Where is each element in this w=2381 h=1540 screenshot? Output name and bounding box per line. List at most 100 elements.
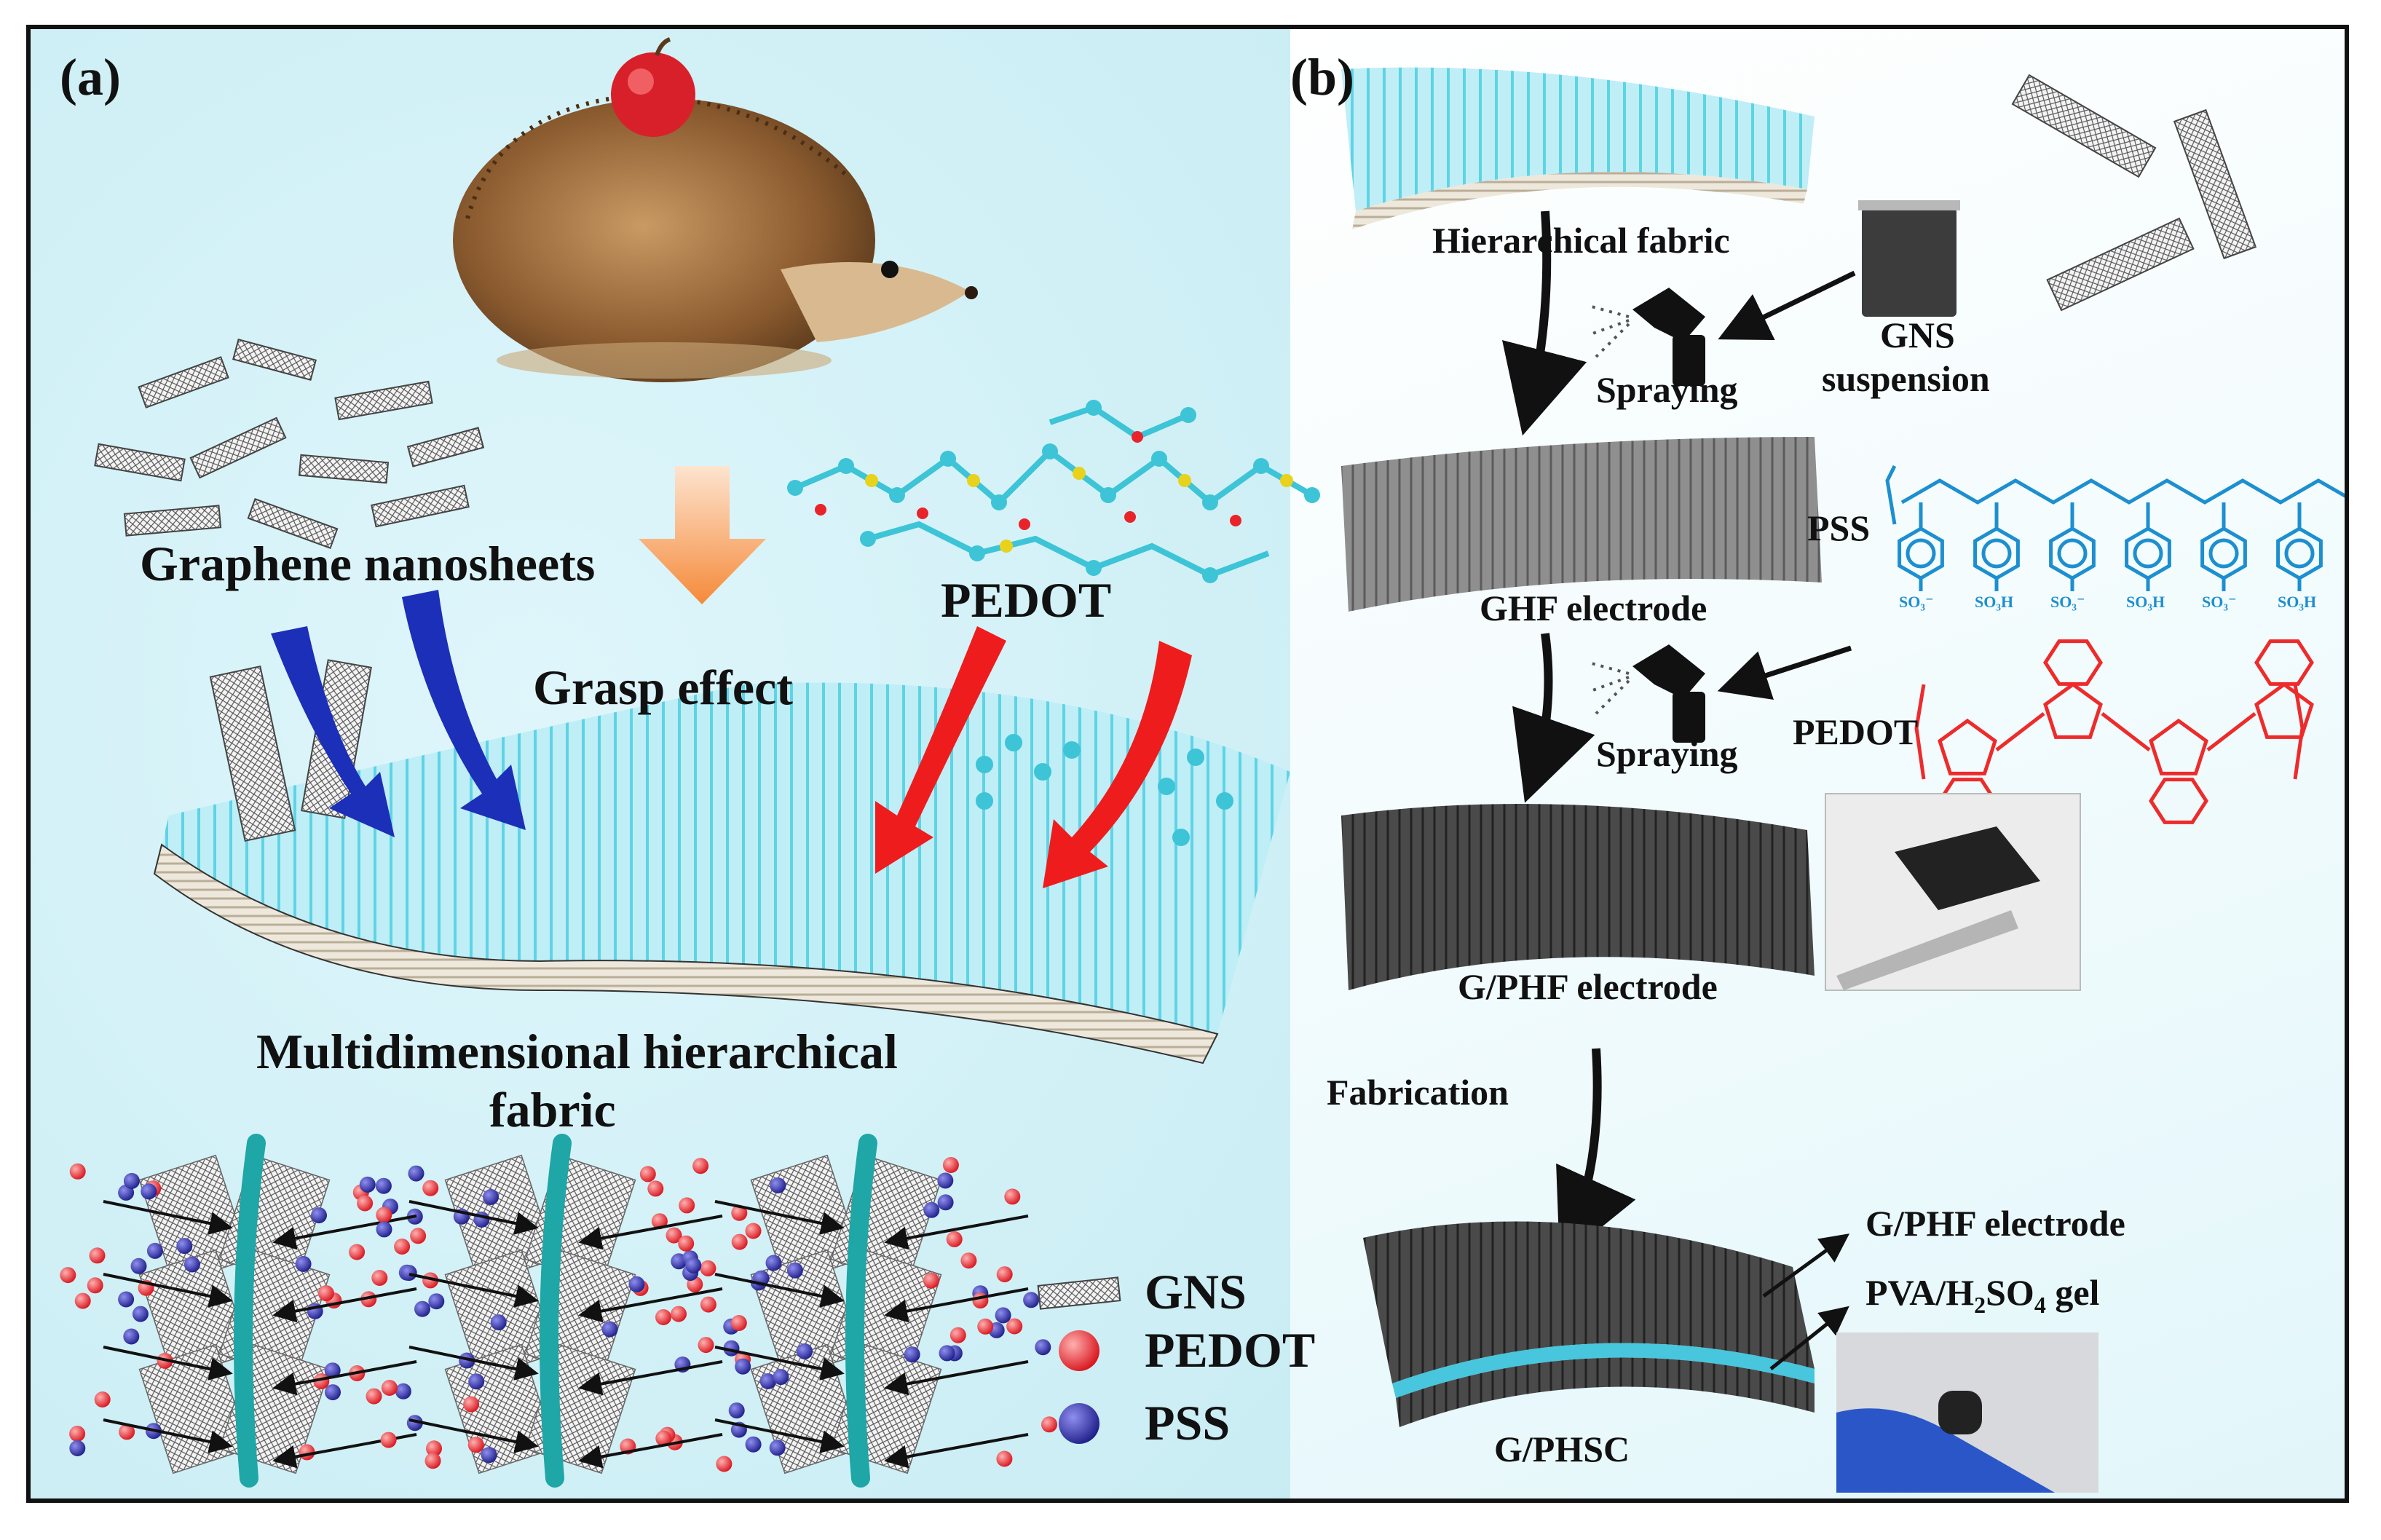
- pss-benzene-ring: [2200, 526, 2247, 580]
- pedot-particle: [666, 1227, 682, 1244]
- pedot-label-b: PEDOT: [1793, 711, 1919, 752]
- hierarchical-fabric-b: [1341, 67, 1815, 229]
- pedot-thiophene-ring: [1938, 718, 1997, 775]
- pss-particle: [130, 1257, 147, 1274]
- pss-particle: [69, 1440, 86, 1456]
- pss-particle: [324, 1362, 341, 1379]
- pss-particle: [395, 1383, 411, 1399]
- attraction-arrow: [578, 1360, 723, 1396]
- pedot-link: [1995, 712, 2045, 751]
- pss-ring-inner: [1906, 538, 1936, 569]
- gphsc-label: G/PHSC: [1494, 1429, 1630, 1469]
- pedot-particle: [692, 1158, 709, 1174]
- pss-ring-inner: [2057, 538, 2088, 569]
- pss-particle: [735, 1358, 751, 1375]
- pedot-particle: [60, 1267, 76, 1284]
- pss-particle: [376, 1221, 392, 1238]
- step-arrow-3: [1556, 1048, 1636, 1261]
- legend-gns-label: GNS: [1145, 1264, 1247, 1319]
- pss-group-label: SO₃⁻: [2050, 593, 2085, 611]
- pss-particle: [995, 1307, 1011, 1324]
- pss-particle: [1023, 1292, 1040, 1308]
- pedot-particle: [467, 1437, 484, 1453]
- pedot-particle: [94, 1391, 111, 1407]
- attraction-arrow: [408, 1200, 539, 1235]
- pedot-particle: [639, 1166, 656, 1182]
- pedot-particle: [647, 1180, 664, 1197]
- pss-particle: [146, 1242, 163, 1259]
- figure-frame: (a) Graphene nanosheets PEDOT Grasp effe…: [26, 25, 2349, 1503]
- legend-pedot-icon: [1059, 1330, 1099, 1371]
- pedot-molecule-cluster: [787, 400, 1320, 583]
- pss-particle: [628, 1276, 645, 1292]
- pss-particle: [132, 1306, 149, 1322]
- attraction-arrow: [884, 1215, 1029, 1250]
- pss-particle: [490, 1314, 507, 1331]
- pss-particle: [428, 1293, 445, 1310]
- panel-a-label: (a): [60, 48, 121, 106]
- pedot-particle: [730, 1315, 747, 1331]
- pedot-particle: [1004, 1188, 1021, 1205]
- pss-benzene-ring: [2276, 526, 2323, 580]
- pedot-particle: [394, 1239, 411, 1255]
- fiber: [234, 1134, 266, 1488]
- blue-grasp-arrows: [271, 590, 526, 837]
- pedot-particle: [376, 1207, 392, 1223]
- pss-particle: [118, 1291, 135, 1308]
- pss-particle: [468, 1373, 485, 1390]
- pedot-dioxane-ring: [2254, 639, 2314, 686]
- pedot-particle: [74, 1292, 91, 1309]
- pss-particle: [797, 1343, 813, 1359]
- pss-particle: [937, 1172, 954, 1189]
- pedot-particle: [700, 1296, 716, 1313]
- pss-particle: [773, 1369, 789, 1386]
- gphsc-device: [1363, 1221, 1815, 1427]
- gns-label: GNS: [1880, 315, 1955, 355]
- pss-group-label: SO₃H: [1975, 593, 2014, 611]
- pss-group-label: SO₃H: [2126, 593, 2165, 611]
- pedot-particle: [942, 1157, 959, 1173]
- pedot-particle: [422, 1180, 439, 1196]
- spraying-label-2: Spraying: [1596, 733, 1738, 774]
- pss-particle: [183, 1256, 200, 1273]
- pedot-to-spray-arrow: [1717, 645, 1852, 700]
- pedot-particle: [381, 1380, 398, 1396]
- fiber: [845, 1134, 877, 1488]
- graphene-ribbons: [2011, 74, 2257, 312]
- attraction-arrow: [714, 1346, 845, 1381]
- pss-group-label: SO₃H: [2278, 593, 2317, 611]
- pedot-particle: [360, 1291, 377, 1308]
- pedot-link: [2206, 712, 2256, 751]
- pedot-thiophene-ring: [2149, 718, 2208, 775]
- attraction-arrow: [578, 1215, 723, 1250]
- attraction-arrow: [884, 1287, 1029, 1323]
- pedot-particle: [731, 1233, 748, 1250]
- callout-line-electrode: [1762, 1233, 1850, 1298]
- legend-pss-label: PSS: [1145, 1395, 1231, 1450]
- pedot-particle: [317, 1285, 334, 1302]
- pss-backbone: [1900, 478, 2345, 505]
- electrode-photo: [1825, 793, 2081, 991]
- pss-label: PSS: [1807, 508, 1871, 548]
- pedot-particle: [426, 1440, 442, 1457]
- pss-particle: [414, 1300, 430, 1317]
- pss-particle: [325, 1384, 341, 1401]
- pss-benzene-ring: [1973, 526, 2020, 580]
- pedot-particle: [119, 1423, 135, 1440]
- apple-illustration: [611, 37, 695, 137]
- pss-particle: [1035, 1339, 1051, 1356]
- attraction-arrow: [103, 1418, 233, 1453]
- step-arrow-1: [1501, 210, 1587, 436]
- pss-particle: [141, 1183, 157, 1200]
- fabrication-label: Fabrication: [1327, 1072, 1509, 1113]
- graphene-nanosheets-label: Graphene nanosheets: [140, 536, 596, 591]
- legend-gns-icon: [1037, 1276, 1121, 1310]
- pedot-particle: [371, 1270, 388, 1286]
- pss-bracket-left: [1885, 465, 1897, 525]
- attraction-arrow: [714, 1273, 845, 1308]
- pedot-particle: [731, 1204, 748, 1221]
- attraction-arrow: [103, 1346, 233, 1381]
- attraction-arrow: [408, 1418, 539, 1453]
- pedot-label-a: PEDOT: [941, 572, 1112, 628]
- legend-pedot-label: PEDOT: [1145, 1322, 1316, 1378]
